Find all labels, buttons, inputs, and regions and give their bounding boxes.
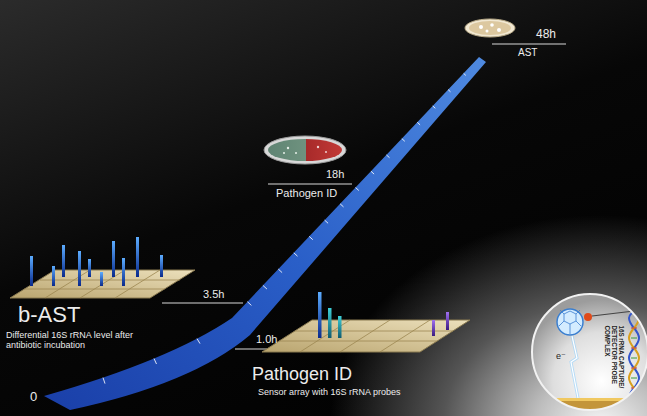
probe-complex-inset (530, 292, 647, 412)
inset-circle: e⁻ 16S rRNA CAPTURE/ DETECTOR PROBE COMPL… (530, 292, 647, 412)
time-label: 1.0h (256, 333, 277, 346)
label-bead (584, 313, 592, 321)
petri-dish (465, 19, 515, 37)
method-title: Pathogen ID (252, 364, 352, 385)
method-note: Differential 16S rRNA level after antibi… (6, 330, 138, 351)
method-label: AST (518, 47, 537, 59)
lightning (571, 336, 578, 398)
time-origin: 0 (30, 390, 37, 405)
fullerene (557, 309, 583, 335)
time-label: 18h (326, 168, 344, 181)
sensor-array (10, 237, 195, 298)
probe-label: 16S rRNA CAPTURE/ DETECTOR PROBE COMPLEX (604, 325, 625, 395)
time-leader (162, 44, 566, 349)
time-label: 3.5h (203, 288, 224, 301)
method-title: b-AST (18, 302, 80, 327)
time-band (44, 57, 486, 410)
linker (592, 311, 634, 316)
petri-dish (264, 136, 346, 164)
time-label: 48h (536, 28, 556, 42)
method-note: Sensor array with 16S rRNA probes (258, 387, 401, 397)
sensor-array (262, 292, 470, 352)
electron-label: e⁻ (556, 352, 566, 362)
method-label: Pathogen ID (276, 187, 337, 200)
